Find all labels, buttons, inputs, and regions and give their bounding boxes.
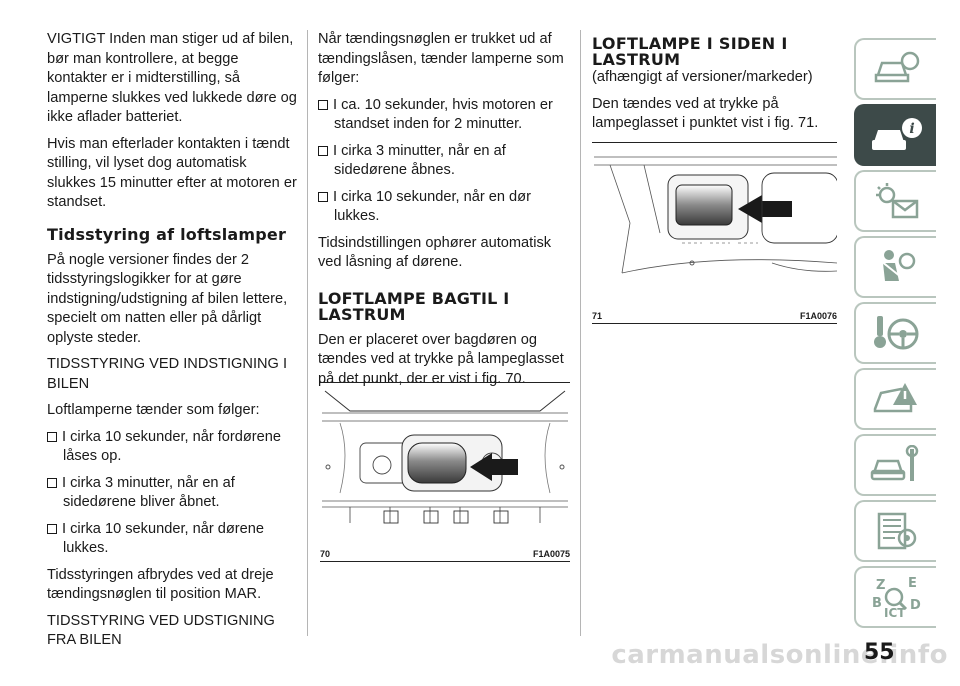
figure-number: 70 [320, 549, 331, 559]
list-item: I cirka 3 minutter, når en af sidedørene… [47, 474, 299, 513]
svg-text:ICT: ICT [884, 606, 906, 619]
tab-starting-driving[interactable] [854, 302, 936, 364]
warning-light-envelope-icon [876, 183, 919, 219]
list-item: I ca. 10 sekunder, hvis motoren er stand… [318, 96, 570, 135]
paragraph: Når tændingsnøglen er trukket ud af tænd… [318, 31, 564, 86]
checkbox-bullet-icon [318, 191, 328, 202]
checkbox-bullet-icon [47, 431, 57, 442]
list-item: I cirka 10 sekunder, når dørene lukkes. [47, 520, 299, 559]
car-info-icon: i [872, 118, 922, 150]
key-steering-wheel-icon [874, 316, 919, 350]
paragraph: Tidsstyringen afbrydes ved at dreje tænd… [47, 566, 274, 603]
checkbox-bullet-icon [318, 99, 328, 110]
section-heading: LOFTLAMPE I SIDEN I LASTRUM [592, 34, 788, 69]
car-dashboard-icon [874, 51, 920, 83]
subheading: TIDSSTYRING VED UDSTIGNING FRA BILEN [47, 612, 275, 649]
svg-text:Z: Z [876, 578, 885, 593]
column-middle: Når tændingsnøglen er trukket ud af tænd… [318, 30, 570, 396]
figure-70: 70 F1A0075 [320, 382, 570, 562]
list-item: I cirka 10 sekunder, når en dør lukkes. [318, 188, 570, 227]
paragraph: På nogle versioner findes der 2 tidsstyr… [47, 251, 288, 346]
tab-knowing-vehicle[interactable]: i [854, 104, 936, 166]
section-heading: Tidsstyring af loftslamper [47, 224, 287, 244]
subheading: TIDSSTYRING VED INDSTIGNING I BILEN [47, 356, 288, 392]
svg-text:E: E [908, 576, 917, 591]
seatbelt-airbag-icon [880, 250, 916, 281]
index-search-icon: Z E B D ICT [872, 576, 921, 619]
tab-technical-data[interactable] [854, 500, 936, 562]
checkbox-bullet-icon [47, 523, 57, 534]
checkbox-bullet-icon [47, 477, 57, 488]
paragraph: Tidsindstillingen ophører automatisk ved… [318, 234, 552, 271]
tab-warning-lights[interactable] [854, 170, 936, 232]
svg-text:D: D [910, 598, 921, 613]
list-item: I cirka 3 minutter, når en af sidedørene… [318, 142, 570, 181]
list-item: I cirka 10 sekunder, når fordørene låses… [47, 428, 299, 467]
paragraph: Loftlamperne tænder som følger: [47, 402, 260, 418]
car-maintenance-icon [870, 445, 919, 481]
column-right: LOFTLAMPE I SIDEN I LASTRUM (afhængigt a… [592, 30, 847, 141]
column-left: VIGTIGT Inden man stiger ud af bilen, bø… [47, 30, 299, 658]
warning-paragraph: VIGTIGT Inden man stiger ud af bilen, bø… [47, 31, 297, 125]
chapter-tabs: i [854, 38, 936, 632]
car-emergency-icon [873, 383, 917, 413]
paragraph: Hvis man efterlader kontakten i tændt st… [47, 135, 297, 211]
figure-caption: 71 F1A0076 [592, 311, 837, 321]
paragraph: Den tændes ved at trykke på lampeglasset… [592, 95, 819, 132]
technical-data-icon [877, 512, 917, 550]
section-heading: LOFTLAMPE BAGTIL I LASTRUM [318, 288, 510, 324]
paragraph: Den er placeret over bagdøren og tændes … [318, 331, 564, 387]
column-divider [307, 30, 308, 636]
paragraph-note: (afhængigt af versioner/markeder) [592, 69, 813, 85]
tab-maintenance[interactable] [854, 434, 936, 496]
tab-index[interactable]: Z E B D ICT [854, 566, 936, 628]
tab-safety[interactable] [854, 236, 936, 298]
figure-code: F1A0076 [799, 311, 837, 321]
page-number: 55 [864, 640, 895, 665]
rear-cargo-lamp-illustration [322, 390, 568, 524]
svg-text:B: B [872, 596, 882, 611]
side-cargo-lamp-illustration [594, 156, 837, 274]
column-divider [580, 30, 581, 636]
figure-caption: 70 F1A0075 [320, 549, 570, 559]
checkbox-bullet-icon [318, 145, 328, 156]
figure-71: 71 F1A0076 [592, 142, 837, 324]
figure-code: F1A0075 [532, 549, 570, 559]
tab-dashboard[interactable] [854, 38, 936, 100]
svg-text:i: i [909, 121, 914, 137]
tab-emergency[interactable] [854, 368, 936, 430]
watermark: carmanualsonline.info [611, 640, 948, 670]
figure-number: 71 [592, 311, 603, 321]
